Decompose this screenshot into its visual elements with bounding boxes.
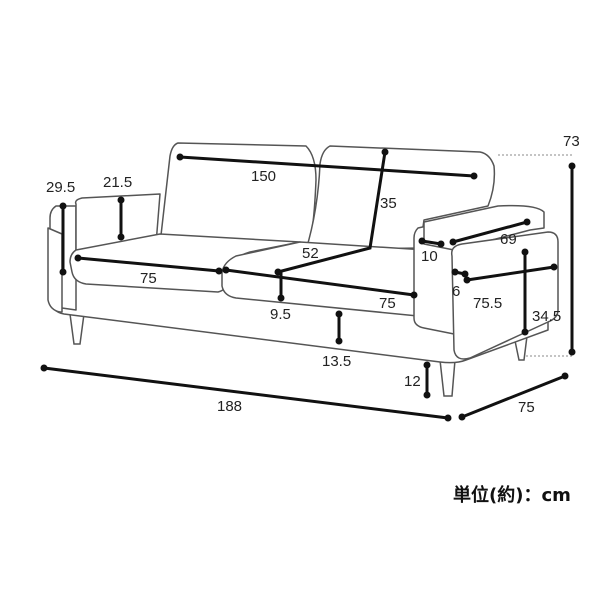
dim-dot xyxy=(521,248,529,256)
left-arm-top xyxy=(47,227,63,313)
dim-dot xyxy=(463,276,471,284)
dim-line-75-right xyxy=(225,268,415,297)
label-arm-front-width: 6 xyxy=(452,283,460,300)
dim-line-75-depth xyxy=(461,374,566,419)
label-seat-cushion-height: 9.5 xyxy=(270,306,291,323)
back-frame-left xyxy=(74,193,161,251)
dim-line-150 xyxy=(179,155,475,178)
dim-dot xyxy=(550,263,558,271)
label-total-height: 73 xyxy=(563,133,580,150)
dim-dot xyxy=(521,328,529,336)
right-arm-front xyxy=(450,231,559,360)
label-arm-depth: 75.5 xyxy=(473,295,502,312)
dim-dot xyxy=(222,266,230,274)
dim-dot xyxy=(410,291,418,299)
dim-dot xyxy=(335,337,343,345)
back-cushion-left xyxy=(159,142,317,251)
label-leg-height: 12 xyxy=(404,373,421,390)
dim-dot xyxy=(437,240,445,248)
label-total-width: 188 xyxy=(217,398,242,415)
dim-dot xyxy=(117,196,125,204)
dim-dot xyxy=(444,414,452,422)
label-seat-height: 13.5 xyxy=(322,353,351,370)
label-back-cushion-width: 150 xyxy=(251,168,276,185)
dim-dot xyxy=(176,153,184,161)
label-seat-depth: 52 xyxy=(302,245,319,262)
dim-dot xyxy=(423,391,431,399)
dim-dot xyxy=(523,218,531,226)
dim-dot xyxy=(568,348,576,356)
leg-front-left xyxy=(69,313,85,345)
dim-line-69 xyxy=(452,220,528,244)
dim-line-188 xyxy=(43,366,449,420)
dim-dot xyxy=(449,238,457,246)
label-total-depth: 75 xyxy=(518,399,535,416)
dim-dot xyxy=(59,202,67,210)
dim-dot xyxy=(423,361,431,369)
dim-dot xyxy=(277,294,285,302)
label-arm-height-left: 29.5 xyxy=(46,179,75,196)
dim-dot xyxy=(381,148,389,156)
dim-dot xyxy=(458,413,466,421)
dim-dot xyxy=(74,254,82,262)
dim-dot xyxy=(40,364,48,372)
label-back-height: 35 xyxy=(380,195,397,212)
dim-dot xyxy=(461,270,469,278)
dim-dot xyxy=(470,172,478,180)
dim-line-75-5 xyxy=(466,265,555,282)
dim-dot xyxy=(215,267,223,275)
unit-note: 単位(約)：cm xyxy=(453,484,571,506)
dim-dot xyxy=(451,268,459,276)
label-arm-top-width: 69 xyxy=(500,231,517,248)
dim-dot xyxy=(561,372,569,380)
dim-dot xyxy=(117,233,125,241)
label-arm-height-right: 34.5 xyxy=(532,308,561,325)
label-arm-thickness: 10 xyxy=(421,248,438,265)
dim-line-35-52 xyxy=(277,151,387,274)
dim-line-75-left xyxy=(77,256,220,273)
label-seat-cushion-right: 75 xyxy=(379,295,396,312)
label-seat-cushion-left: 75 xyxy=(140,270,157,287)
dim-dot xyxy=(568,162,576,170)
dim-dot xyxy=(59,268,67,276)
dim-dot xyxy=(418,237,426,245)
leg-front-right xyxy=(439,359,456,397)
label-back-cushion-thickness: 21.5 xyxy=(103,174,132,191)
dim-dot xyxy=(335,310,343,318)
